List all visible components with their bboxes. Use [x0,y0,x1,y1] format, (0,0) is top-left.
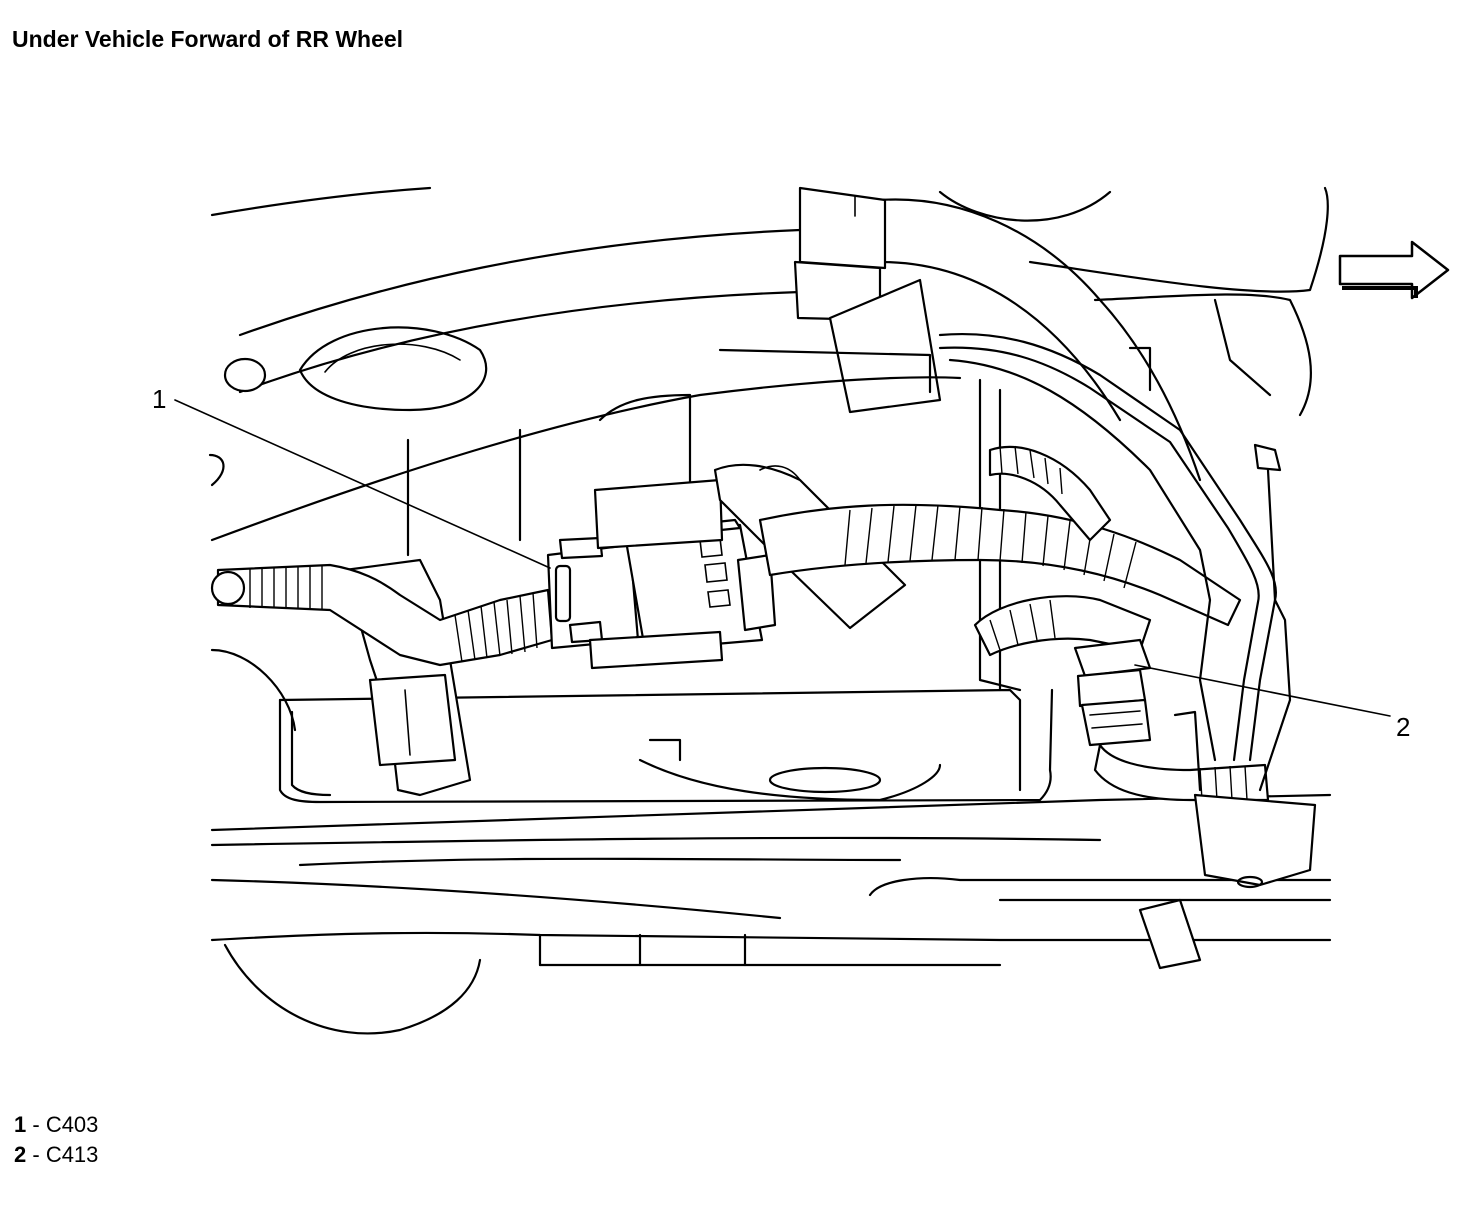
callout-leaders: 1 2 [152,384,1410,742]
tube-clip-bracket [793,186,942,414]
legend-number: 1 [14,1112,27,1137]
lower-wheel-arc [210,648,482,1035]
callout-legend: 1 - C403 2 - C413 [14,1110,98,1170]
main-corrugated-harness [758,445,1242,627]
legend-connector: C403 [45,1112,99,1137]
legend-number: 2 [14,1142,27,1167]
brake-lines [938,332,1292,792]
left-corrugated-harness [210,563,554,667]
legend-separator: - [26,1112,46,1137]
body-panel-lines [208,346,1152,557]
floor-pan-tank [278,378,1054,804]
diagram-title: Under Vehicle Forward of RR Wheel [12,26,404,52]
lower-harness-run [1093,743,1317,970]
connector-c403[interactable] [546,478,777,670]
legend-row-1: 1 - C403 [14,1110,98,1140]
legend-connector: C413 [45,1142,99,1167]
legend-row-2: 2 - C413 [14,1140,98,1170]
legend-separator: - [26,1142,46,1167]
callout-label-1: 1 [152,384,166,414]
wheel-well-contour [938,186,1329,417]
callout-label-2: 2 [1396,712,1410,742]
connector-c413[interactable] [1073,638,1152,747]
upper-frame-tube [210,186,1202,482]
branch-harness [973,595,1152,657]
right-arrow-icon [1338,240,1450,300]
lower-frame-rail [210,793,1332,967]
oval-opening [298,326,488,412]
